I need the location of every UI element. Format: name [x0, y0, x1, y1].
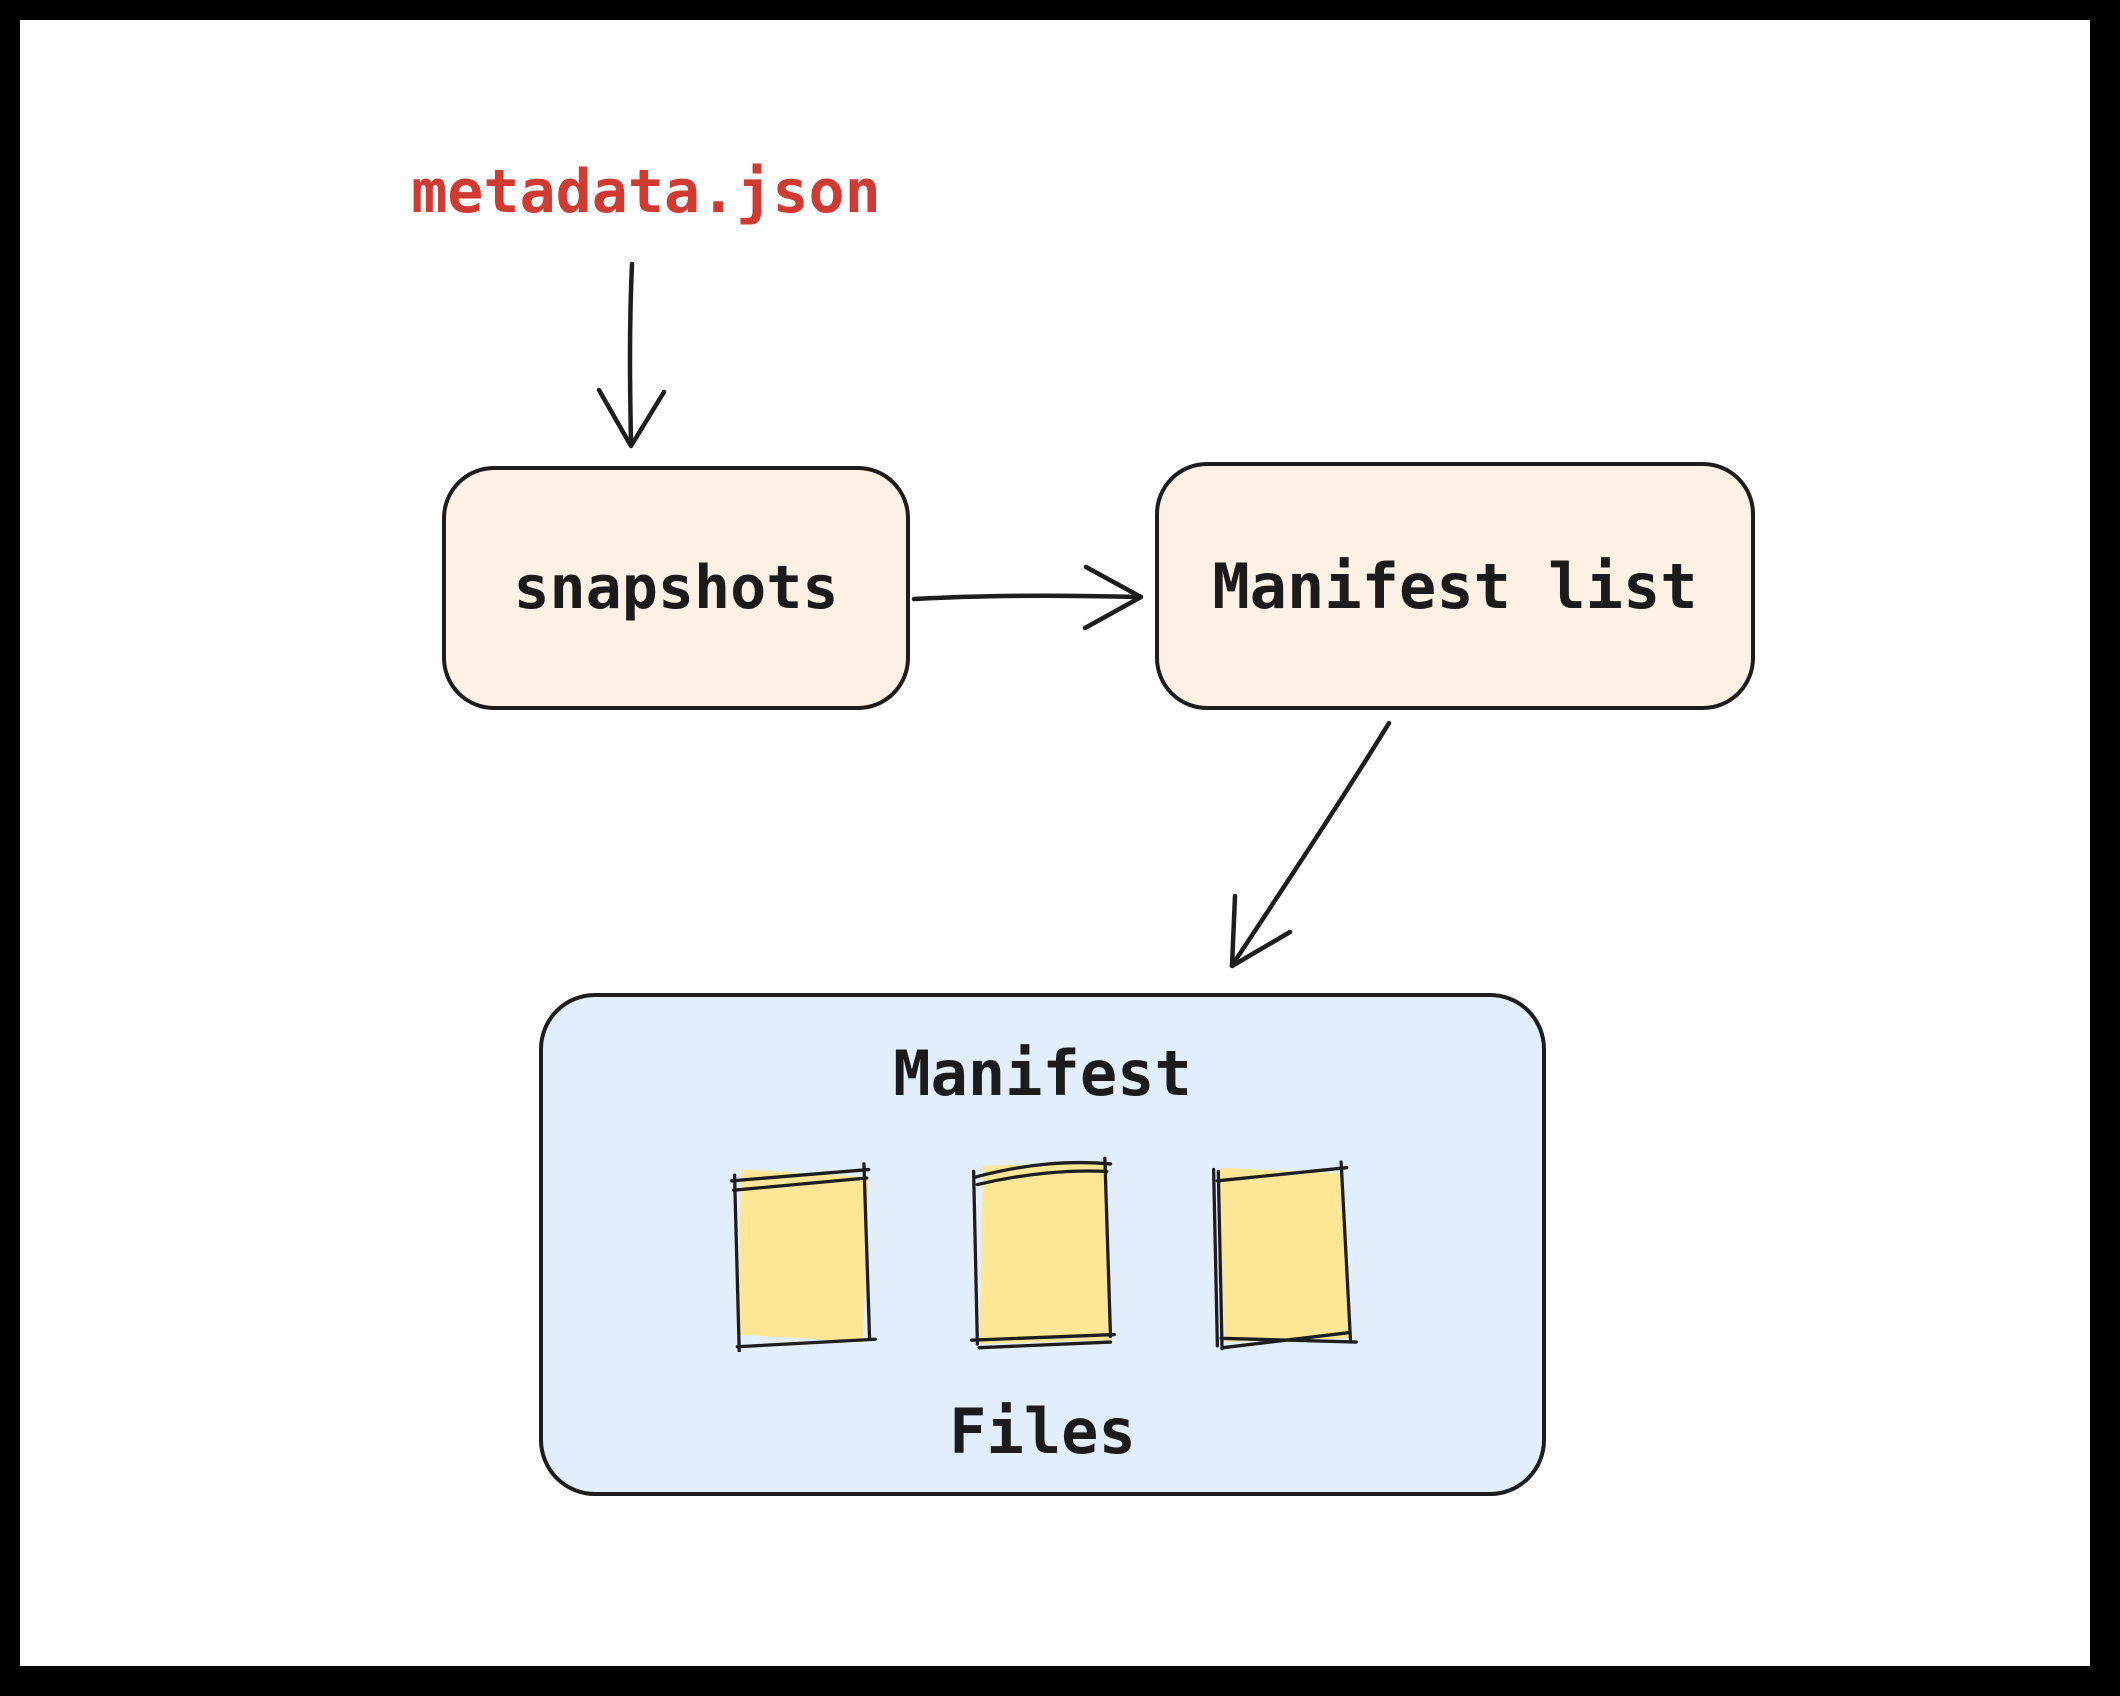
metadata-json-label: metadata.json: [411, 157, 881, 227]
node-snapshots: snapshots: [442, 466, 910, 710]
manifest-file-icon: [729, 1161, 877, 1352]
manifest-file-icon: [969, 1156, 1116, 1349]
node-snapshots-label: snapshots: [513, 553, 839, 623]
manifest-file-icon: [1211, 1159, 1358, 1350]
manifest-files-bottom-label: Files: [949, 1395, 1136, 1468]
manifest-files-top-label: Manifest: [893, 1037, 1192, 1110]
node-manifest-files: Manifest Files: [539, 993, 1546, 1496]
node-manifest-list-label: Manifest list: [1212, 549, 1698, 623]
node-manifest-list: Manifest list: [1155, 462, 1755, 710]
file-icons-row: [728, 1154, 1358, 1352]
